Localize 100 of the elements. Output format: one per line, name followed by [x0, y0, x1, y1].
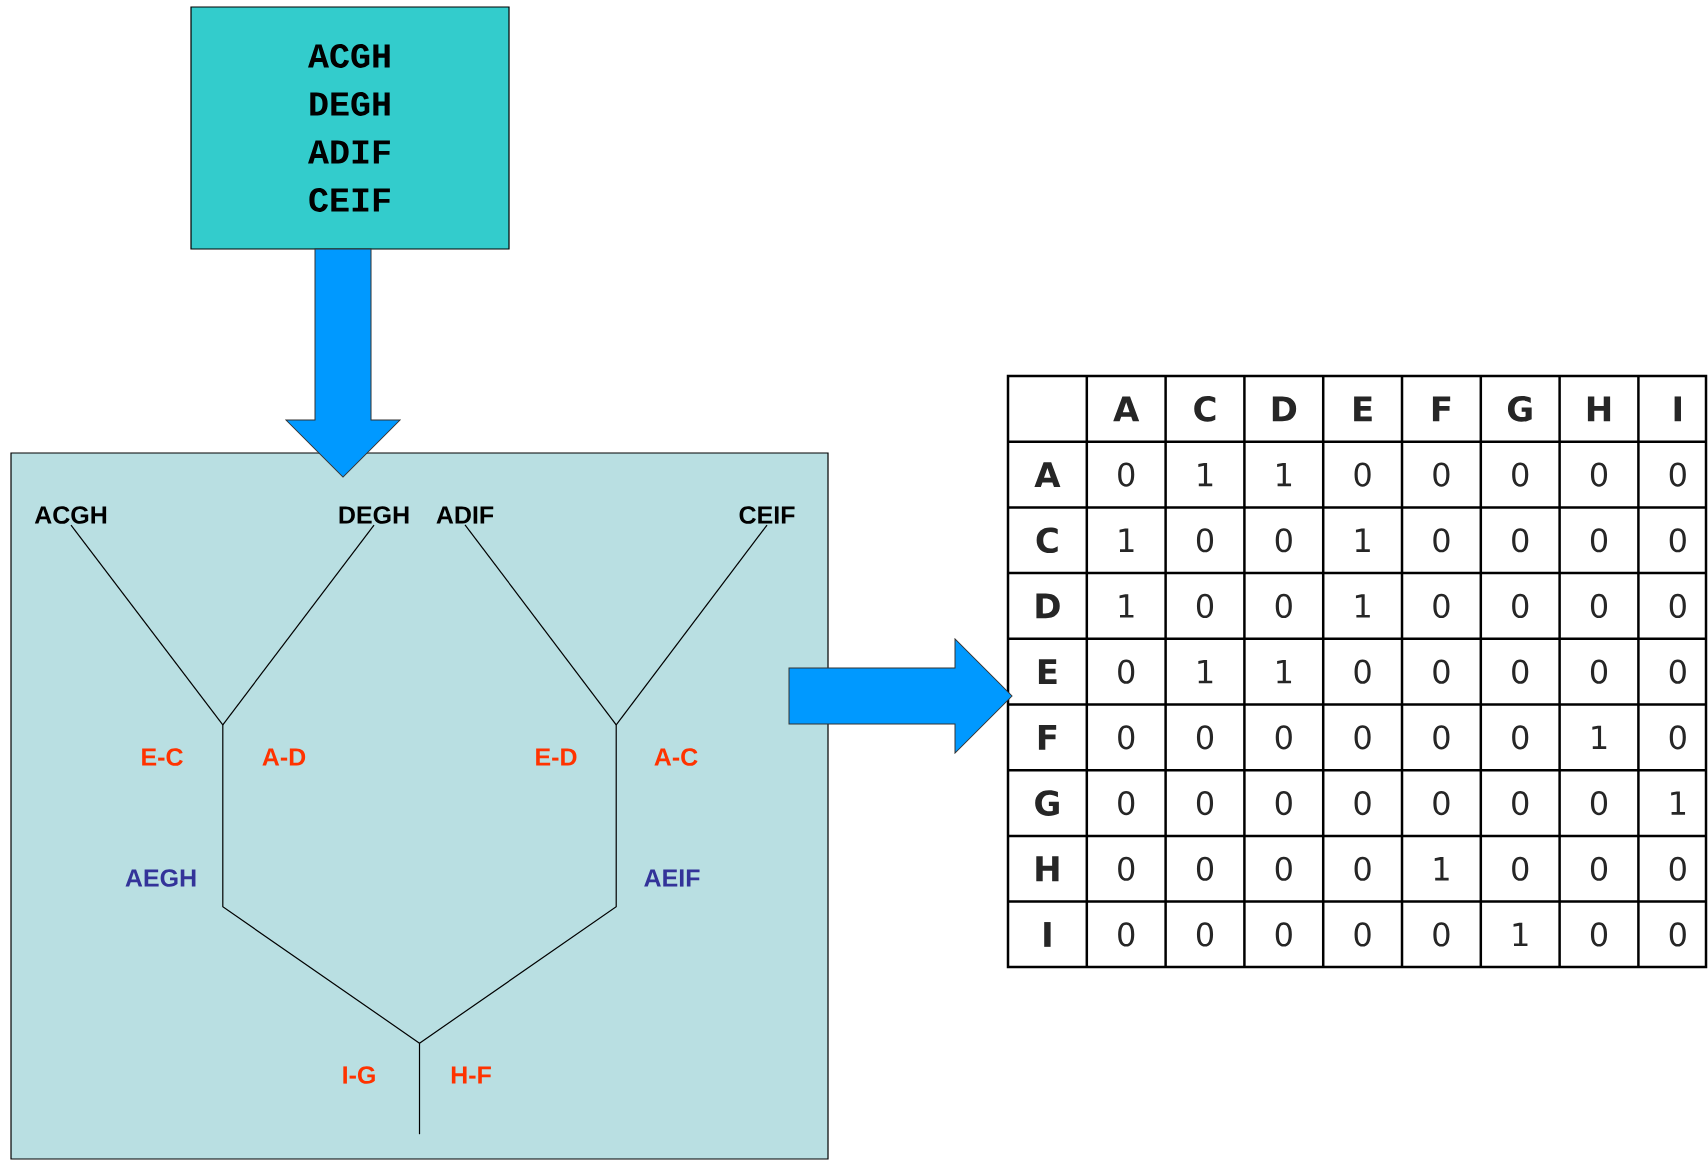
- matrix-value: 0: [1669, 856, 1686, 881]
- matrix-value: 0: [1590, 856, 1608, 881]
- matrix-value: 1: [1592, 725, 1607, 749]
- matrix-value: 1: [1198, 462, 1213, 487]
- matrix-value: 0: [1669, 593, 1686, 619]
- matrix-value: 0: [1433, 790, 1450, 816]
- matrix-value: 1: [1355, 594, 1370, 618]
- row-header: A: [1034, 462, 1061, 487]
- column-header: F: [1432, 396, 1451, 422]
- matrix-value: 0: [1433, 922, 1450, 947]
- mutation-label: H-F: [451, 1066, 491, 1084]
- matrix-value: 0: [1354, 856, 1371, 881]
- matrix-value: 0: [1669, 922, 1686, 947]
- column-header: G: [1507, 396, 1532, 422]
- mutation-label: E-C: [142, 748, 183, 766]
- matrix-value: 0: [1275, 725, 1292, 750]
- column-header: H: [1587, 396, 1611, 422]
- matrix-value: 0: [1433, 528, 1450, 553]
- column-header: E: [1354, 396, 1372, 422]
- mutation-label: A-D: [262, 748, 306, 766]
- leaf-label: DEGH: [339, 506, 409, 524]
- matrix-value: 0: [1512, 725, 1529, 750]
- matrix-value: 0: [1669, 659, 1686, 684]
- matrix-value: 0: [1196, 922, 1214, 947]
- matrix-value: 0: [1512, 856, 1529, 881]
- matrix-value: 0: [1354, 462, 1371, 487]
- matrix-value: 1: [1513, 922, 1528, 947]
- matrix-value: 1: [1119, 594, 1134, 618]
- tree-panel: [10, 452, 829, 1160]
- row-header: D: [1036, 593, 1060, 619]
- column-header: D: [1272, 396, 1297, 422]
- matrix-value: 0: [1196, 528, 1214, 553]
- ancestor-label: AEGH: [125, 869, 196, 887]
- mutation-label: I-G: [343, 1066, 375, 1084]
- matrix-value: 0: [1433, 593, 1450, 619]
- leaf-label: ADIF: [436, 506, 494, 524]
- column-header: C: [1194, 396, 1216, 422]
- matrix-value: 0: [1354, 659, 1371, 684]
- matrix-value: 0: [1118, 856, 1135, 881]
- matrix-value: 0: [1196, 593, 1214, 619]
- matrix-value: 0: [1590, 528, 1608, 553]
- matrix-value: 0: [1118, 790, 1135, 816]
- matrix-value: 0: [1512, 659, 1529, 684]
- tree-branch: [615, 524, 768, 726]
- block-arrow: [285, 248, 401, 478]
- matrix-value: 0: [1354, 725, 1371, 750]
- matrix-value: 0: [1512, 462, 1529, 487]
- tree-branch: [222, 524, 375, 726]
- matrix-value: 0: [1590, 790, 1608, 816]
- matrix-value: 0: [1669, 725, 1686, 750]
- column-header: I: [1674, 396, 1681, 422]
- matrix-value: 0: [1433, 659, 1450, 684]
- matrix-value: 0: [1275, 790, 1292, 816]
- matrix-value: 0: [1590, 922, 1608, 947]
- matrix-value: 0: [1275, 593, 1292, 619]
- matrix-value: 0: [1118, 725, 1135, 750]
- matrix-value: 0: [1669, 528, 1686, 553]
- matrix-value: 0: [1354, 790, 1371, 816]
- matrix-value: 0: [1196, 725, 1214, 750]
- matrix-value: 0: [1275, 922, 1292, 947]
- matrix-value: 0: [1669, 462, 1686, 487]
- matrix-value: 0: [1512, 593, 1529, 619]
- tree-branch: [70, 524, 224, 726]
- tree-branch: [464, 524, 617, 726]
- block-arrow: [788, 638, 1013, 754]
- matrix-value: 0: [1590, 462, 1608, 487]
- matrix-value: 0: [1118, 659, 1135, 684]
- matrix-value: 0: [1512, 790, 1529, 816]
- matrix-value: 0: [1590, 659, 1608, 684]
- matrix-value: 1: [1355, 528, 1370, 552]
- matrix-value: 0: [1118, 462, 1135, 487]
- matrix-value: 0: [1354, 922, 1371, 947]
- matrix-table: [1006, 374, 1708, 969]
- column-header: A: [1113, 396, 1140, 422]
- sequence-box: ACGH DEGH ADIF CEIF: [190, 6, 510, 250]
- row-header: I: [1044, 922, 1051, 947]
- leaf-label: CEIF: [739, 506, 795, 524]
- matrix-value: 1: [1671, 791, 1686, 815]
- row-header: G: [1035, 790, 1059, 816]
- matrix-value: 1: [1198, 660, 1213, 684]
- matrix-value: 0: [1433, 462, 1450, 487]
- matrix-value: 0: [1512, 528, 1529, 553]
- matrix-value: 1: [1434, 857, 1449, 881]
- row-header: F: [1038, 724, 1057, 750]
- matrix-value: 1: [1119, 528, 1134, 552]
- matrix-value: 0: [1275, 856, 1292, 881]
- ancestor-label: AEIF: [644, 869, 700, 887]
- matrix-value: 0: [1196, 856, 1214, 881]
- matrix-value: 1: [1277, 462, 1292, 487]
- matrix-value: 0: [1433, 725, 1450, 750]
- matrix-value: 0: [1275, 528, 1292, 553]
- row-header: E: [1038, 659, 1057, 685]
- matrix-value: 0: [1196, 790, 1214, 816]
- matrix-value: 0: [1590, 593, 1608, 619]
- mutation-label: A-C: [654, 748, 698, 766]
- row-header: C: [1036, 527, 1058, 554]
- tree-drawing: [222, 724, 617, 1135]
- leaf-label: ACGH: [34, 506, 107, 524]
- matrix-value: 0: [1118, 922, 1135, 947]
- row-header: H: [1036, 856, 1059, 882]
